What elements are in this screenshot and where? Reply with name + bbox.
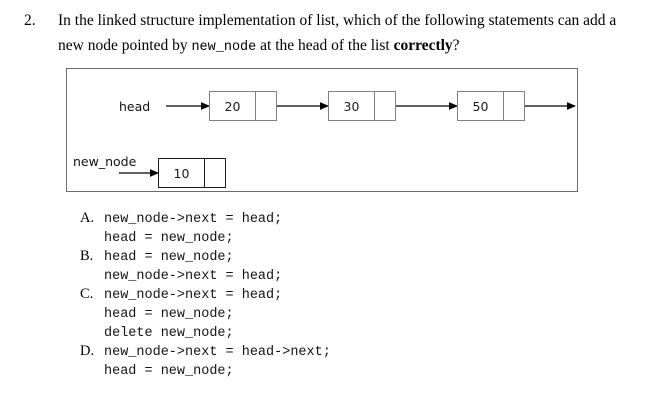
option-b-line-1: head = new_node; bbox=[104, 250, 234, 265]
option-c[interactable]: C. new_node->next = head; head = new_nod… bbox=[80, 286, 500, 343]
new-node-box: 10 bbox=[158, 158, 226, 188]
list-node-1: 20 bbox=[209, 91, 277, 121]
question-text-part1: In the linked structure implementation o… bbox=[58, 12, 617, 54]
list-node-2: 30 bbox=[328, 91, 396, 121]
new-node-label: new_node bbox=[73, 154, 137, 169]
list-node-3-value: 50 bbox=[458, 92, 504, 120]
question-text-part3: ? bbox=[452, 37, 460, 54]
question-emphasis: correctly bbox=[393, 37, 453, 54]
new-node-value: 10 bbox=[159, 159, 205, 187]
option-c-letter: C. bbox=[80, 286, 94, 302]
option-d-line-2: head = new_node; bbox=[104, 364, 234, 379]
question-number: 2. bbox=[24, 12, 36, 29]
linked-list-diagram: head 20 30 50 new_node 10 bbox=[66, 68, 578, 192]
option-a-letter: A. bbox=[80, 210, 95, 226]
option-c-line-3: delete new_node; bbox=[104, 326, 234, 341]
option-b-lines: head = new_node; new_node->next = head; bbox=[104, 248, 500, 286]
option-d-letter: D. bbox=[80, 343, 95, 359]
option-d-lines: new_node->next = head->next; head = new_… bbox=[104, 343, 500, 381]
option-a-lines: new_node->next = head; head = new_node; bbox=[104, 210, 500, 248]
option-c-lines: new_node->next = head; head = new_node; … bbox=[104, 286, 500, 343]
list-node-2-pointer bbox=[375, 92, 395, 120]
option-b-line-2: new_node->next = head; bbox=[104, 269, 283, 284]
question-inline-code: new_node bbox=[191, 40, 257, 55]
head-label: head bbox=[119, 99, 151, 114]
option-c-line-2: head = new_node; bbox=[104, 307, 234, 322]
question-block: 2. In the linked structure implementatio… bbox=[24, 8, 632, 60]
list-node-3-pointer bbox=[504, 92, 524, 120]
list-node-1-value: 20 bbox=[210, 92, 256, 120]
new-node-pointer bbox=[205, 159, 225, 187]
question-text-part2: at the head of the list bbox=[256, 37, 394, 54]
list-node-3: 50 bbox=[457, 91, 525, 121]
list-node-2-value: 30 bbox=[329, 92, 375, 120]
option-b[interactable]: B. head = new_node; new_node->next = hea… bbox=[80, 248, 500, 286]
option-c-line-1: new_node->next = head; bbox=[104, 288, 283, 303]
option-b-letter: B. bbox=[80, 248, 94, 264]
option-a-line-1: new_node->next = head; bbox=[104, 212, 283, 227]
option-d-line-1: new_node->next = head->next; bbox=[104, 345, 331, 360]
option-a[interactable]: A. new_node->next = head; head = new_nod… bbox=[80, 210, 500, 248]
option-a-line-2: head = new_node; bbox=[104, 231, 234, 246]
answer-options: A. new_node->next = head; head = new_nod… bbox=[80, 210, 500, 381]
diagram-arrows-layer bbox=[119, 102, 577, 188]
option-d[interactable]: D. new_node->next = head->next; head = n… bbox=[80, 343, 500, 381]
list-node-1-pointer bbox=[256, 92, 276, 120]
question-text: In the linked structure implementation o… bbox=[58, 8, 632, 60]
